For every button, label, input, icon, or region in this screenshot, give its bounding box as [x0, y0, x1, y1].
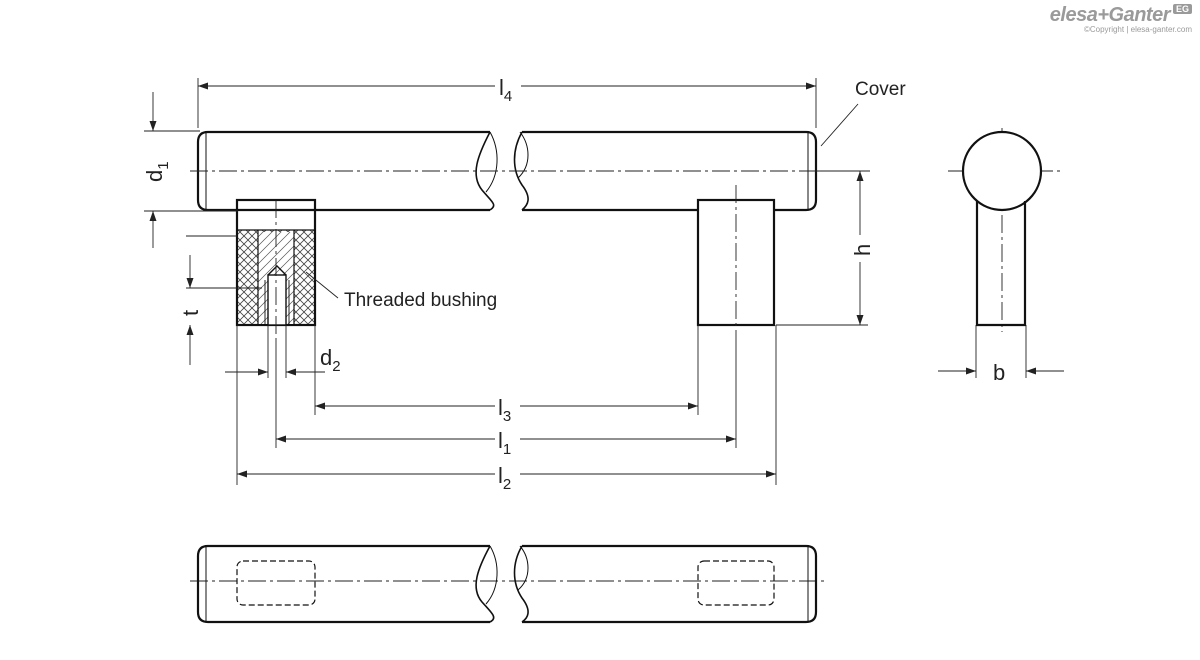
label-h: h [850, 244, 875, 256]
hidden-leg-right [697, 560, 775, 606]
label-threaded-bushing: Threaded bushing [344, 290, 497, 311]
top-view [196, 544, 818, 624]
label-t: t [178, 310, 203, 316]
side-view [961, 130, 1043, 327]
cover-leader [820, 103, 859, 147]
label-b: b [993, 360, 1005, 385]
front-view [196, 130, 818, 327]
break-curve-left [475, 131, 495, 211]
hidden-leg-left [236, 560, 316, 606]
label-l4: l4 [499, 75, 512, 105]
side-view-leg [975, 201, 1027, 327]
leader-lines [305, 103, 859, 299]
label-l1: l1 [498, 428, 511, 458]
side-view-circle [961, 130, 1043, 212]
callout-labels: Cover Threaded bushing [344, 79, 906, 311]
bushing-leader [305, 271, 339, 299]
brand-badge: EG [1172, 4, 1192, 14]
label-cover: Cover [855, 79, 906, 100]
label-l2: l2 [498, 463, 511, 493]
dimension-labels: l4 l3 l1 l2 d1 h t d2 b [142, 72, 1005, 493]
break-curve-right [513, 131, 529, 211]
threaded-hole [267, 274, 287, 326]
label-l3: l3 [498, 395, 511, 425]
top-bar-right-segment [522, 544, 818, 624]
label-d1: d1 [142, 161, 172, 182]
label-d2: d2 [320, 345, 341, 375]
dimension-lines [149, 82, 1064, 478]
top-bar-left-segment [196, 544, 490, 624]
brand-name: elesa+Ganter [1049, 4, 1171, 26]
copyright-text: ©Copyright | elesa-ganter.com [1083, 25, 1192, 34]
